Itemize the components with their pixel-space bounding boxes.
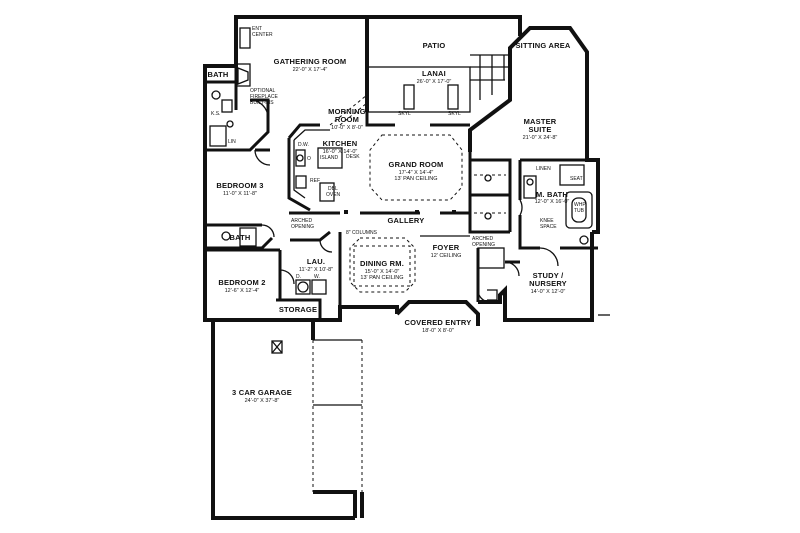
master-suite-dims: 21'-0" X 24'-8" [523,135,558,141]
covered-entry-dims: 18'-0" X 8'-0" [422,328,454,334]
master-bath-dims: 12'-0" X 16'-0" [535,199,570,205]
storage-label: STORAGE [279,305,317,314]
garage-dims: 24'-0" X 37'-8" [245,398,280,404]
knee-space-note-2: SPACE [540,224,557,230]
linen-closet-note: LIN [228,139,236,145]
skylight-left-note: SKYL [398,111,411,117]
study-dims: 14'-0" X 12'-0" [531,289,566,295]
knee-space-note: KNEE [540,218,554,224]
dining-ceiling: 13' PAN CEILING [360,275,403,281]
garage-label: 3 CAR GARAGE [232,388,292,397]
bedroom3-dims: 11'-0" X 11'-8" [223,191,257,197]
ks-note: K.S. [211,111,220,117]
refrigerator-note: REF [310,178,320,184]
skylight-right-note: SKYL [448,111,461,117]
study-label-2: NURSERY [529,279,567,288]
double-oven-note-2: OVEN [326,192,341,198]
morning-room-dims: 10'-0" X 8'-0" [331,125,363,131]
double-oven-note: DBL [328,186,338,192]
whirlpool-tub-note: WHP [574,202,586,208]
master-suite-label-2: SUITE [528,125,551,134]
island-note: ISLAND [320,155,338,161]
morning-room-label-2: ROOM [335,115,359,124]
study-label: STUDY / [533,271,565,280]
laundry-dims: 11'-2" X 10'-8" [299,267,333,273]
kitchen-dims: 16'-0" X 14'-0" [323,149,358,155]
oven-note: O [307,156,311,162]
whirlpool-tub-note-2: TUB [574,208,585,214]
grand-room-ceiling: 13' PAN CEILING [394,176,437,182]
laundry-label: LAU. [307,257,325,266]
arched-opening-left-note: ARCHED [291,218,313,224]
room-labels: GATHERING ROOM 22'-0" X 17'-4" PATIO LAN… [207,41,570,404]
arched-opening-left-note-2: OPENING [291,224,314,230]
kitchen-label: KITCHEN [323,139,358,148]
arched-opening-right-note-2: OPENING [472,242,495,248]
patio-label: PATIO [423,41,446,50]
bath-top-label: BATH [207,70,228,79]
annotation-labels: ENT CENTER OPTIONAL FIREPLACE BUILT-INS … [211,26,586,280]
grand-room-dims: 17'-4" X 14'-4" [399,170,434,176]
ent-center-note: ENT [252,26,262,32]
bedroom2-dims: 12'-6" X 12'-4" [225,288,260,294]
laundry-dryer-note: D. [296,274,301,280]
dining-dims: 15'-0" X 14'-0" [365,269,400,275]
optional-fireplace-note-2: FIREPLACE [250,94,278,100]
morning-room-label: MORNING [328,107,366,116]
foyer-ceiling: 12' CEILING [431,253,462,259]
lanai-label: LANAI [422,69,446,78]
bedroom2-label: BEDROOM 2 [218,278,265,287]
gathering-room-label: GATHERING ROOM [274,57,347,66]
master-suite-label: MASTER [524,117,557,126]
gathering-room-dims: 22'-0" X 17'-4" [293,67,328,73]
gallery-label: GALLERY [388,216,425,225]
detail-lines [209,27,610,492]
grand-room-label: GRAND ROOM [389,160,444,169]
laundry-washer-note: W. [314,274,320,280]
optional-fireplace-note: OPTIONAL [250,88,276,94]
arched-opening-right-note: ARCHED [472,236,494,242]
built-ins-note: BUILT-INS [250,100,274,106]
seat-note: SEAT [570,176,583,182]
desk-note: DESK [346,154,360,160]
columns-note: 8" COLUMNS [346,230,378,236]
ent-center-note-2: CENTER [252,32,273,38]
master-bath-label: M. BATH [536,190,568,199]
linen-note: LINEN [536,166,551,172]
sitting-area-label: SITTING AREA [515,41,570,50]
lanai-dims: 26'-0" X 17'-0" [417,79,452,85]
bath-mid-label: BATH [229,233,250,242]
dining-label: DINING RM. [360,259,404,268]
bedroom3-label: BEDROOM 3 [216,181,263,190]
covered-entry-label: COVERED ENTRY [405,318,472,327]
dishwasher-note: D.W. [298,142,309,148]
foyer-label: FOYER [433,243,460,252]
